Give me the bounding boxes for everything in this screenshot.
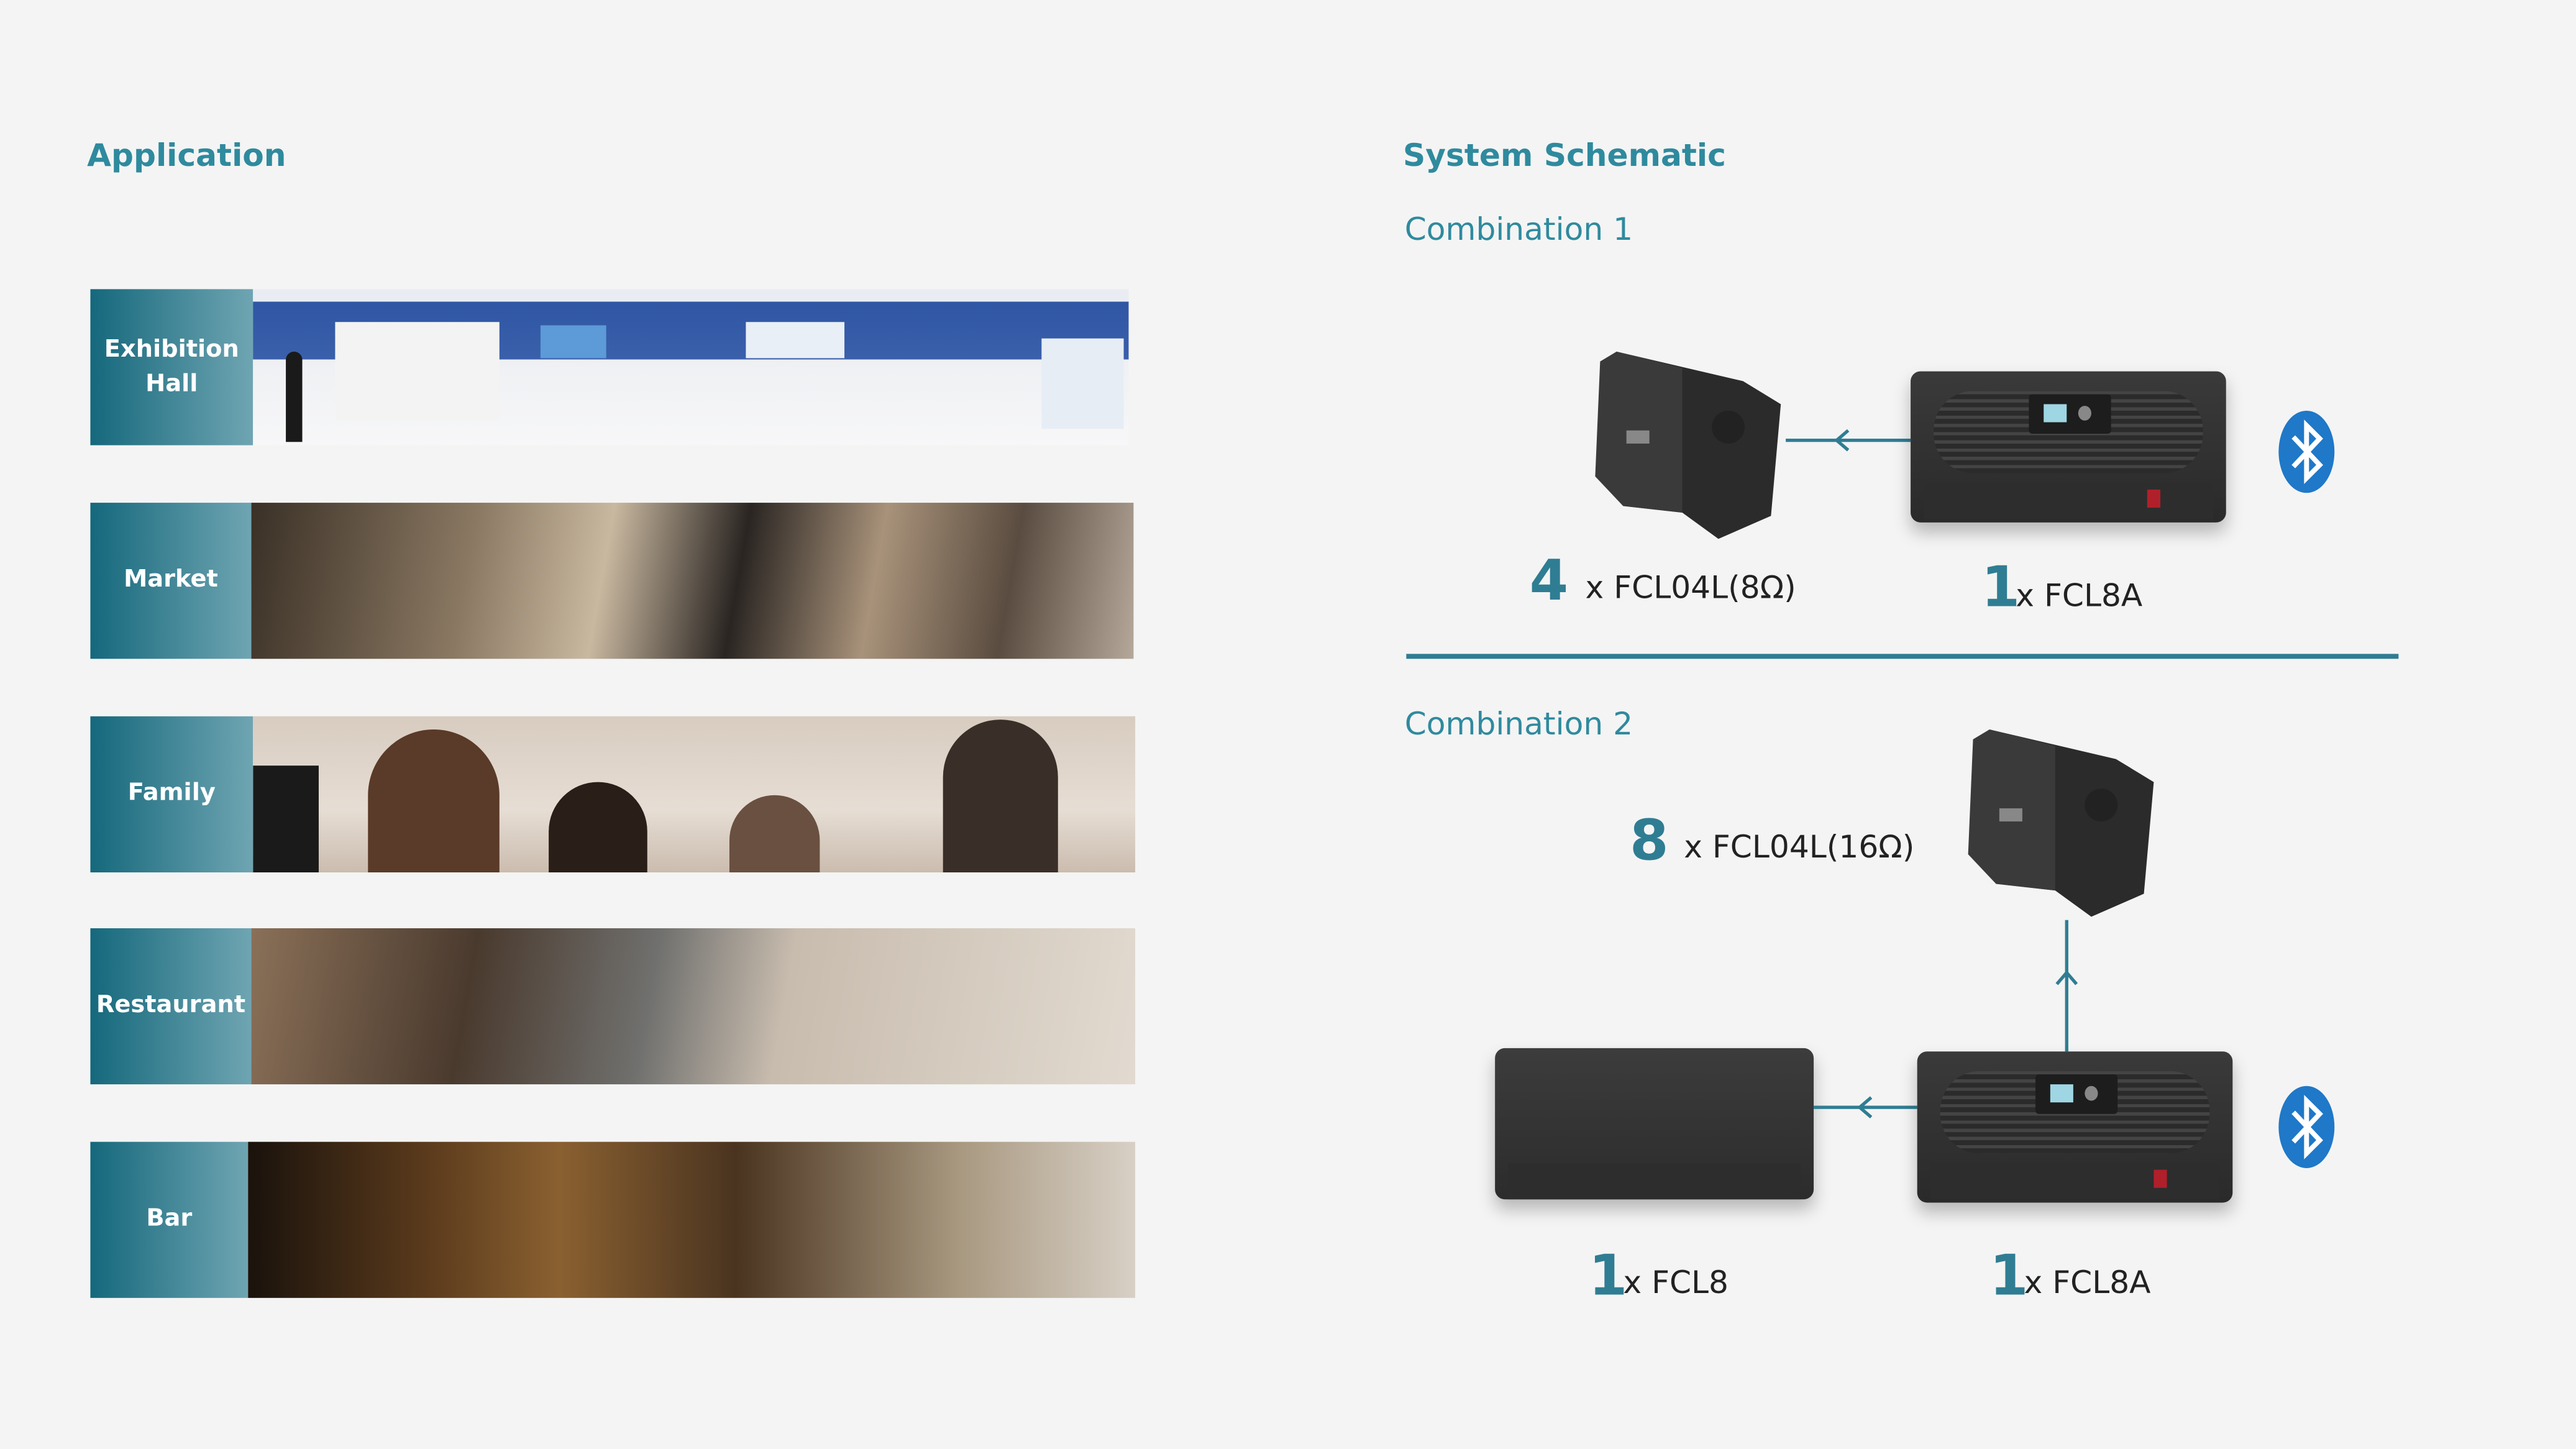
application-item-market: Market: [90, 503, 1134, 659]
speaker-quantity: 4: [1529, 549, 1569, 615]
amplifier-model: x FCL8A: [2016, 578, 2143, 615]
family-photo: [253, 716, 1136, 873]
application-item-family: Family: [90, 716, 1136, 873]
connection-line: [2065, 920, 2068, 1052]
speaker-fcl04l-image: [1595, 351, 1781, 539]
speaker-model: x FCL04L(8Ω): [1585, 570, 1796, 606]
bluetooth-icon: [2278, 1086, 2335, 1168]
bar-photo: [248, 1141, 1136, 1298]
exhibition-hall-photo: [253, 289, 1129, 446]
arrow-up-icon: [2055, 970, 2078, 985]
amplifier-fcl8a-image: [1917, 1051, 2233, 1203]
connection-line: [1786, 438, 1911, 442]
connection-line: [1814, 1105, 1917, 1109]
amplifier-model: x FCL8A: [2024, 1264, 2151, 1302]
application-label: Bar: [90, 1141, 249, 1298]
application-item-bar: Bar: [90, 1141, 1136, 1298]
extension-fcl8-image: [1495, 1048, 1814, 1200]
label-line: Exhibition: [104, 336, 239, 363]
arrow-left-icon: [1834, 429, 1850, 452]
extension-model: x FCL8: [1623, 1264, 1729, 1302]
divider: [1406, 654, 2399, 659]
amplifier-quantity: 1: [1981, 555, 2021, 621]
amplifier-fcl8a-image: [1911, 371, 2226, 523]
market-photo: [251, 503, 1134, 659]
bluetooth-icon: [2278, 411, 2335, 493]
application-label: Market: [90, 503, 252, 659]
speaker-fcl04l-image: [1968, 729, 2154, 917]
amplifier-quantity: 1: [1989, 1243, 2029, 1310]
extension-quantity: 1: [1588, 1243, 1628, 1310]
restaurant-photo: [251, 928, 1136, 1085]
schematic-heading: System Schematic: [1403, 138, 1726, 175]
label-line: Hall: [145, 370, 198, 397]
combination-2-heading: Combination 2: [1404, 706, 1633, 743]
application-label: Restaurant: [90, 928, 252, 1085]
arrow-left-icon: [1857, 1096, 1873, 1118]
speaker-model: x FCL04L(16Ω): [1684, 830, 1915, 866]
speaker-quantity: 8: [1629, 808, 1669, 874]
application-item-restaurant: Restaurant: [90, 928, 1136, 1085]
application-heading: Application: [87, 138, 286, 175]
application-label: Family: [90, 716, 253, 873]
combination-1-heading: Combination 1: [1404, 212, 1633, 249]
